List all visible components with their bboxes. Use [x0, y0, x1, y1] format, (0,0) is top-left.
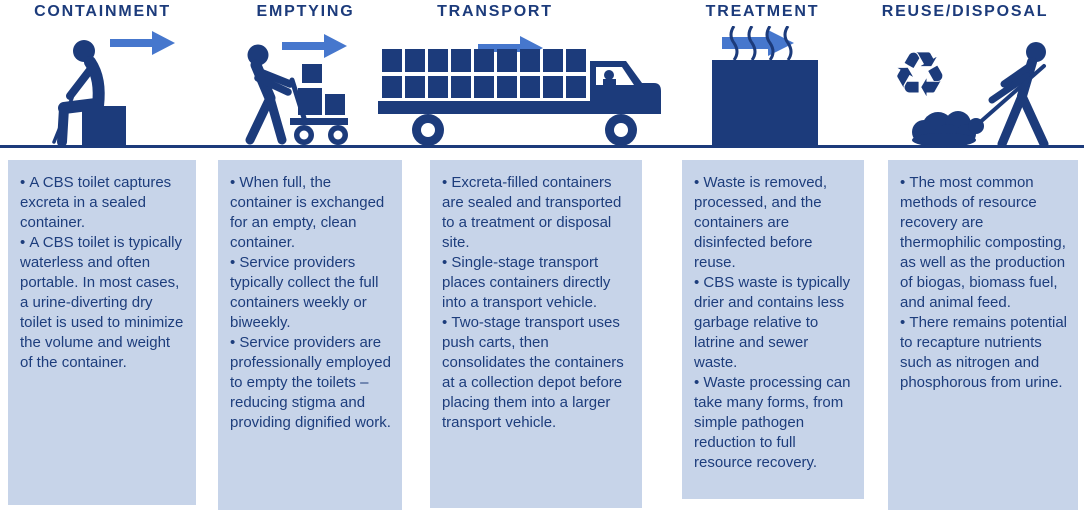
bullet-item: A CBS toilet captures excreta in a seale…	[20, 173, 186, 233]
bullet-item: Excreta-filled containers are sealed and…	[442, 173, 632, 253]
bullet-item: Service providers are professionally emp…	[230, 333, 392, 433]
truck-containers	[382, 49, 586, 98]
recycling-symbol-icon: ♻	[892, 38, 948, 111]
bullet-item: Waste is removed, processed, and the con…	[694, 173, 854, 273]
stage-title-transport: TRANSPORT	[437, 3, 553, 20]
treatment-arrow	[722, 30, 794, 56]
bullet-item: There remains potential to recapture nut…	[900, 313, 1068, 393]
ground-line	[0, 145, 1084, 148]
bullet-item: A CBS toilet is typically waterless and …	[20, 233, 186, 373]
bullet-item: Service providers typically collect the …	[230, 253, 392, 333]
container-truck-icon	[378, 49, 661, 146]
right-arrow-icon	[282, 34, 347, 58]
treatment-container	[712, 60, 818, 148]
bullet-item: When full, the container is exchanged fo…	[230, 173, 392, 253]
reuse-disposal-text-box: The most common methods of resource reco…	[888, 160, 1078, 510]
right-arrow-icon	[110, 31, 175, 55]
stage-title-emptying: EMPTYING	[256, 3, 355, 20]
stage-title-containment: CONTAINMENT	[34, 3, 171, 20]
person-sitting-on-cbs-toilet-icon	[52, 40, 126, 148]
bullet-item: Two-stage transport uses push carts, the…	[442, 313, 632, 433]
bullet-item: CBS waste is typically drier and contain…	[694, 273, 854, 373]
treatment-text-box: Waste is removed, processed, and the con…	[682, 160, 864, 499]
transport-text-box: Excreta-filled containers are sealed and…	[430, 160, 642, 508]
stage-title-treatment: TREATMENT	[705, 3, 820, 20]
stage-title-reuse-disposal: REUSE/DISPOSAL	[881, 3, 1049, 20]
emptying-text-box: When full, the container is exchanged fo…	[218, 160, 402, 510]
bullet-item: Single-stage transport places containers…	[442, 253, 632, 313]
bullet-item: Waste processing can take many forms, fr…	[694, 373, 854, 473]
heat-lines	[729, 26, 793, 61]
person-shoveling	[968, 42, 1049, 148]
compost-pile	[912, 111, 976, 148]
bullet-item: The most common methods of resource reco…	[900, 173, 1068, 313]
containment-text-box: A CBS toilet captures excreta in a seale…	[8, 160, 196, 505]
recycling-symbol-and-person-shoveling-icon: ♻	[892, 38, 1049, 148]
treatment-unit-with-heat-icon	[712, 26, 818, 148]
person-pushing-container-cart-icon	[245, 44, 348, 145]
